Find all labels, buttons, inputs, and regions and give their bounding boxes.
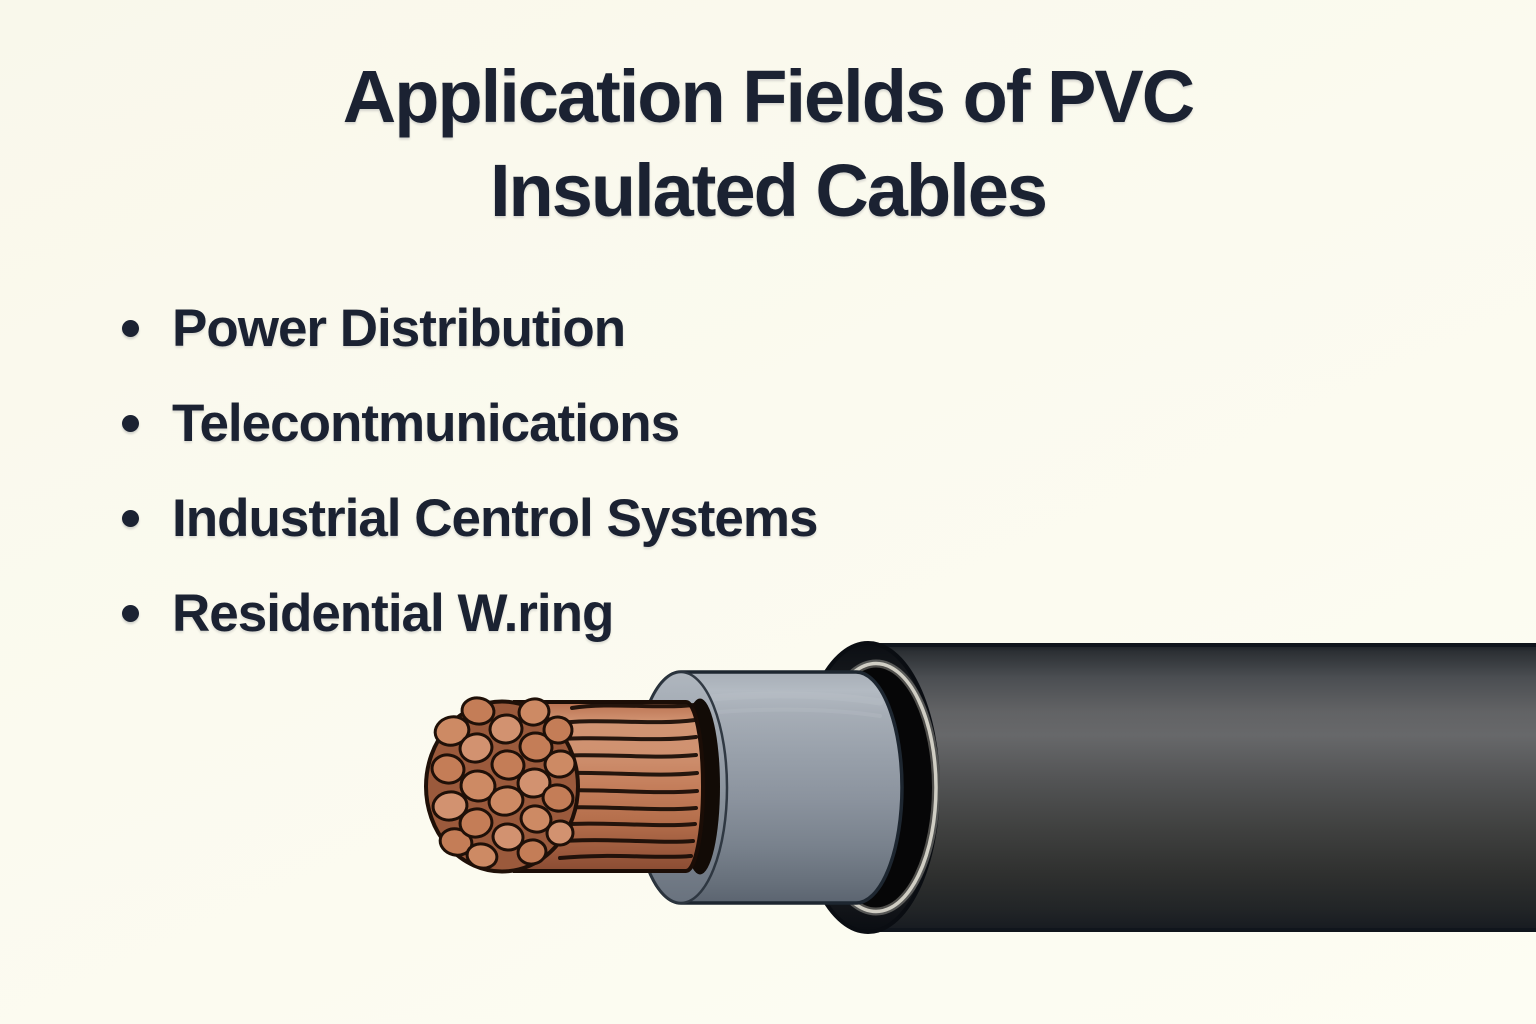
- list-item: Industrial Centrol Systems: [122, 471, 819, 566]
- bullet-label: Telecontmunications: [172, 394, 680, 453]
- bullet-dot: [122, 605, 139, 622]
- bullet-dot: [122, 320, 139, 337]
- bullet-dot: [122, 510, 139, 527]
- bullet-label: Power Distribution: [172, 299, 626, 358]
- list-item: Power Distribution: [122, 281, 818, 376]
- bullet-label: Residential W.ring: [172, 584, 614, 643]
- list-item: Residential W.ring: [122, 566, 818, 661]
- copper-conductor: [424, 696, 705, 874]
- bullet-dot: [122, 415, 139, 432]
- outer-sheath: [868, 643, 1536, 932]
- title-line-1: Application Fields of PVC: [342, 55, 1195, 138]
- copper-strand-ends: [424, 696, 580, 874]
- page-title: Application Fields of PVC Insulated Cabl…: [0, 50, 1536, 238]
- bullet-label: Industrial Centrol Systems: [172, 489, 819, 548]
- application-list: Power Distribution Telecontmunications I…: [122, 281, 819, 661]
- title-line-2: Insulated Cables: [489, 149, 1048, 232]
- list-item: Telecontmunications: [122, 376, 818, 471]
